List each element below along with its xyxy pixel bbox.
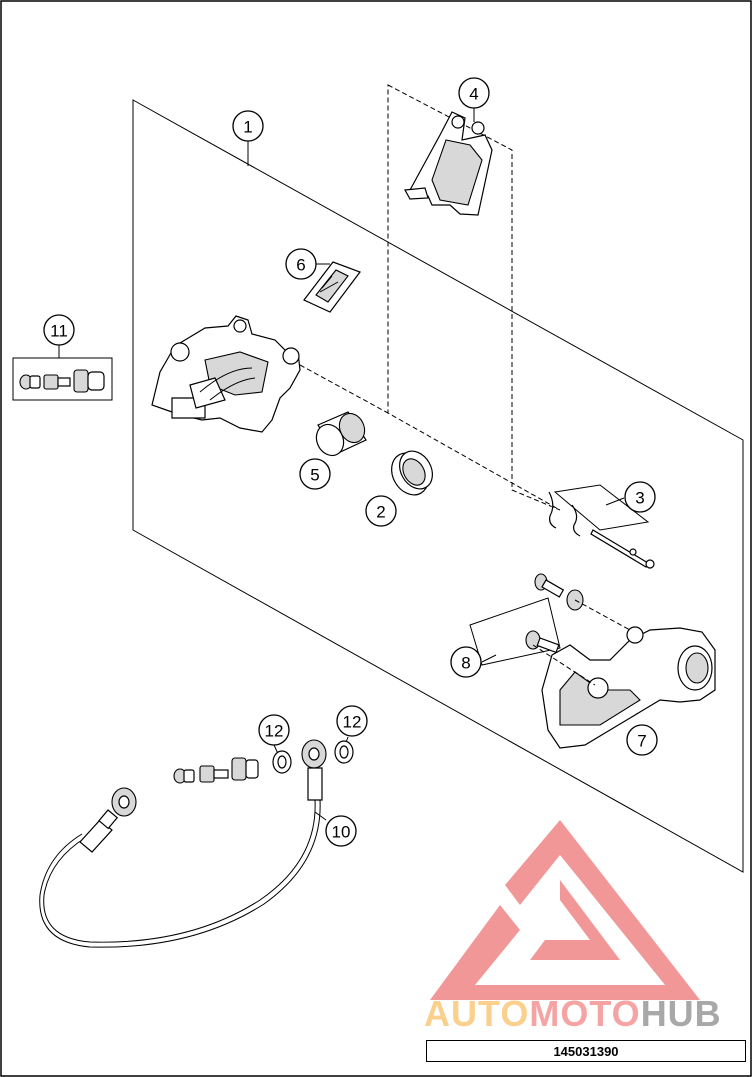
brake-pads bbox=[404, 111, 493, 216]
caliper-pin-kit bbox=[548, 491, 655, 569]
svg-text:12: 12 bbox=[265, 722, 284, 741]
callout-2: 2 bbox=[365, 495, 397, 527]
carrier-kit-plane bbox=[469, 597, 561, 666]
pad-spring bbox=[303, 261, 361, 313]
caliper-piston bbox=[315, 411, 367, 457]
piston-seal bbox=[391, 450, 433, 496]
watermark-auto: AUTO bbox=[424, 993, 529, 1034]
drawing-number-box: 145031390 bbox=[426, 1040, 746, 1062]
callout-11: 11 bbox=[43, 314, 75, 346]
pin-kit-plane bbox=[553, 484, 650, 531]
callout-12b: 12 bbox=[336, 705, 368, 737]
svg-text:4: 4 bbox=[469, 85, 478, 104]
watermark-logo bbox=[430, 820, 700, 1000]
callout-7: 7 bbox=[626, 724, 658, 756]
callout-8: 8 bbox=[450, 646, 482, 678]
svg-text:3: 3 bbox=[635, 489, 644, 508]
callout-6: 6 bbox=[285, 248, 317, 280]
svg-text:8: 8 bbox=[461, 654, 470, 673]
banjo-fittings bbox=[173, 740, 354, 784]
callout-4: 4 bbox=[458, 77, 490, 109]
svg-text:7: 7 bbox=[637, 732, 646, 751]
svg-text:10: 10 bbox=[332, 823, 351, 842]
brake-hose bbox=[39, 739, 327, 948]
svg-text:5: 5 bbox=[310, 466, 319, 485]
watermark-wordmark: AUTOMOTOHUB bbox=[424, 993, 722, 1034]
bleeder-kit-parts bbox=[19, 369, 105, 393]
svg-text:1: 1 bbox=[243, 118, 252, 137]
drawing-number: 145031390 bbox=[553, 1043, 619, 1059]
bleeder-kit-box bbox=[12, 357, 113, 401]
brake-pad-plane bbox=[387, 84, 561, 511]
guide-line bbox=[299, 364, 389, 414]
callout-3: 3 bbox=[624, 481, 656, 513]
caliper-carrier bbox=[532, 599, 716, 749]
svg-text:6: 6 bbox=[296, 256, 305, 275]
callout-1: 1 bbox=[232, 110, 264, 142]
svg-text:11: 11 bbox=[50, 322, 68, 341]
callout-5: 5 bbox=[299, 458, 331, 490]
carrier-bolts bbox=[525, 573, 584, 654]
caliper-assembly-plane bbox=[132, 99, 744, 873]
brake-caliper bbox=[151, 315, 301, 433]
svg-text:12: 12 bbox=[343, 713, 362, 732]
watermark-hub: HUB bbox=[641, 993, 722, 1034]
svg-text:2: 2 bbox=[376, 503, 385, 522]
callout-10: 10 bbox=[325, 815, 357, 847]
callout-12a: 12 bbox=[258, 714, 290, 746]
watermark-moto: MOTO bbox=[529, 993, 640, 1034]
